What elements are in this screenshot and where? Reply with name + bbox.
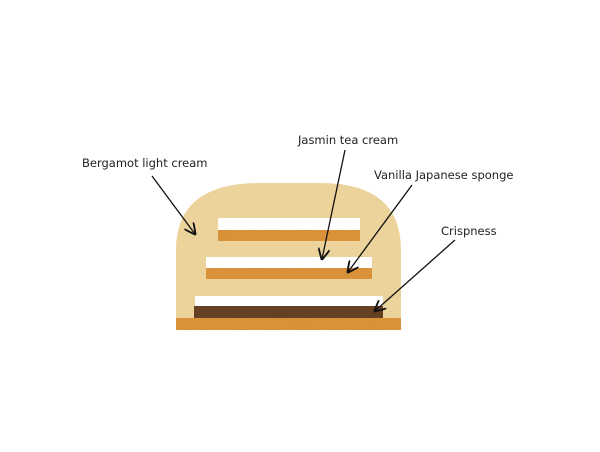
jasmin-cream-layer-1: [218, 218, 360, 230]
label-crispness: Crispness: [441, 224, 497, 238]
crispness-layer: [194, 306, 383, 318]
sponge-base: [176, 318, 401, 330]
label-bergamot-light-cream: Bergamot light cream: [82, 156, 208, 170]
bergamot-cream-dome: [176, 183, 401, 318]
vanilla-arrow: [348, 184, 413, 272]
jasmin-cream-layer-2: [206, 257, 372, 268]
jasmin-arrow: [322, 149, 346, 259]
label-jasmin-tea-cream: Jasmin tea cream: [298, 133, 399, 147]
label-vanilla-japanese-sponge: Vanilla Japanese sponge: [374, 168, 514, 182]
sponge-layer-2: [206, 268, 372, 279]
bergamot-arrow: [151, 175, 195, 234]
jasmin-cream-layer-3: [195, 296, 383, 306]
sponge-layer-1: [218, 230, 360, 241]
crispness-arrow: [375, 239, 456, 311]
